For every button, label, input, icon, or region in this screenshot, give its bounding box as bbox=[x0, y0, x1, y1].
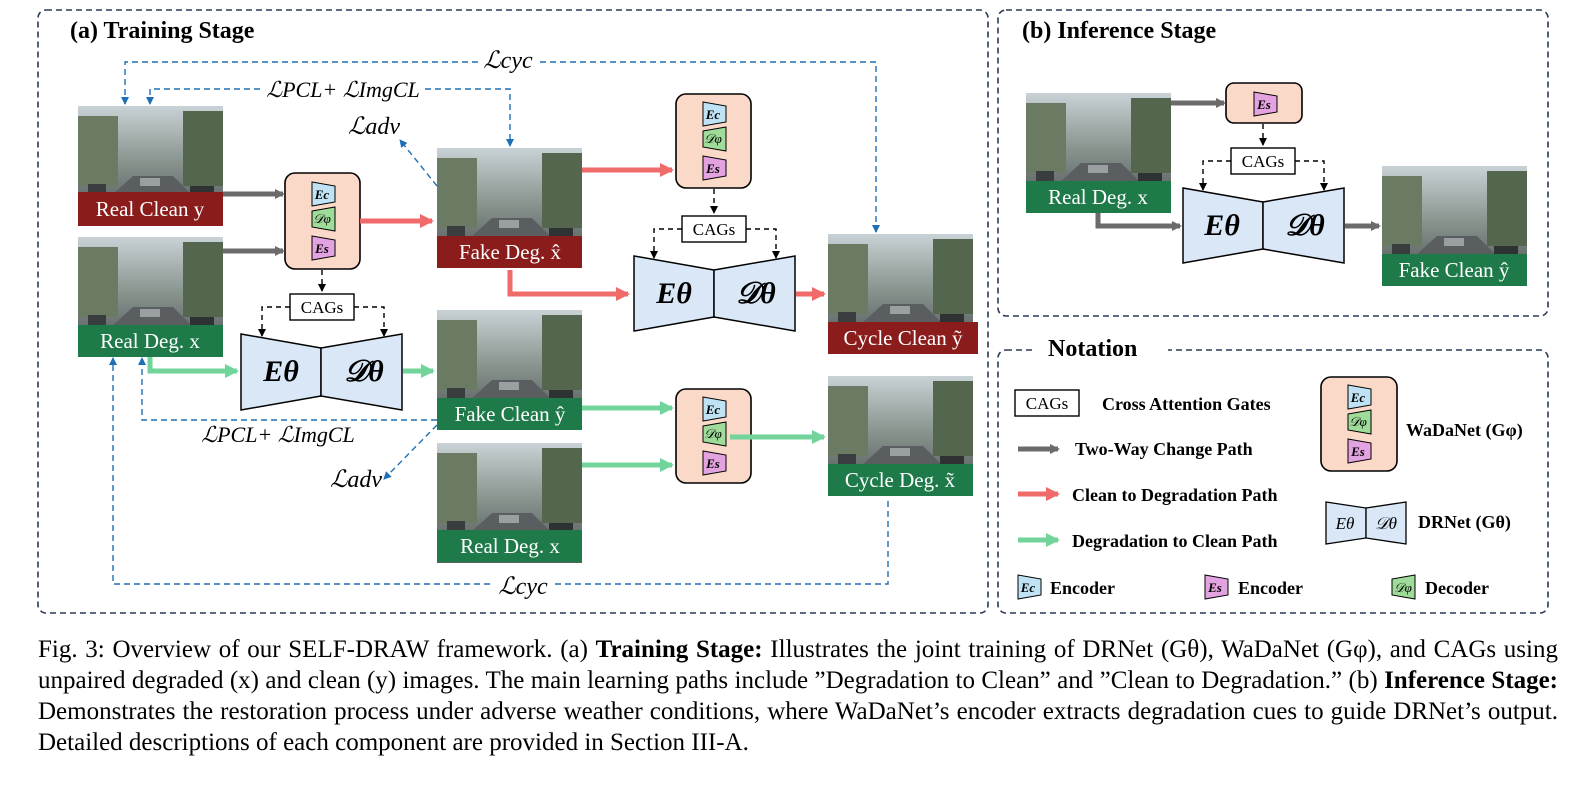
svg-text:Degradation to Clean Path: Degradation to Clean Path bbox=[1072, 531, 1278, 551]
svg-text:Encoder: Encoder bbox=[1050, 578, 1115, 598]
training-title: (a) Training Stage bbox=[70, 18, 255, 44]
inference-panel bbox=[997, 9, 1549, 317]
label-real-deg-x-2: Real Deg. x bbox=[460, 534, 560, 558]
svg-text:Clean to Degradation Path: Clean to Degradation Path bbox=[1072, 485, 1278, 505]
loss-adv-bottom: ℒadv bbox=[330, 467, 382, 493]
label-cycle-clean-ytilde: Cycle Clean ỹ bbox=[844, 326, 963, 350]
inf-es-module: Es bbox=[1225, 82, 1303, 124]
svg-text:Eθ: Eθ bbox=[655, 277, 692, 310]
svg-text:Ec: Ec bbox=[705, 107, 721, 122]
label-fake-clean-yhat: Fake Clean ŷ bbox=[455, 402, 566, 426]
svg-text:Eθ: Eθ bbox=[1335, 514, 1355, 533]
svg-text:𝒟θ: 𝒟θ bbox=[1285, 209, 1325, 242]
svg-text:CAGs: CAGs bbox=[1026, 394, 1069, 413]
svg-text:Es: Es bbox=[314, 241, 329, 256]
svg-text:Es: Es bbox=[705, 161, 720, 176]
figure-caption: Fig. 3: Overview of our SELF-DRAW framew… bbox=[38, 634, 1558, 758]
svg-text:𝒟φ: 𝒟φ bbox=[704, 131, 722, 146]
svg-text:Eθ: Eθ bbox=[262, 355, 299, 388]
loss-cyc-top: ℒcyc bbox=[483, 48, 533, 74]
svg-text:Decoder: Decoder bbox=[1425, 578, 1489, 598]
loss-adv-top: ℒadv bbox=[348, 114, 400, 140]
image-real-deg-x: Real Deg. x bbox=[78, 237, 223, 357]
svg-text:𝒟θ: 𝒟θ bbox=[344, 355, 384, 388]
notation-dphi-decoder: 𝒟φ Decoder bbox=[1391, 574, 1489, 600]
svg-text:Cross Attention Gates: Cross Attention Gates bbox=[1102, 394, 1271, 414]
svg-text:Encoder: Encoder bbox=[1238, 578, 1303, 598]
loss-pcl-bottom: ℒPCL+ ℒImgCL bbox=[201, 422, 355, 447]
training-panel bbox=[37, 9, 989, 614]
svg-text:DRNet (Gθ): DRNet (Gθ) bbox=[1418, 512, 1511, 533]
notation-clean-to-deg: Clean to Degradation Path bbox=[1018, 485, 1278, 505]
label-real-deg-x: Real Deg. x bbox=[100, 329, 200, 353]
framework-figure: (a) Training Stage (b) Inference Stage N… bbox=[37, 9, 1549, 614]
notation-deg-to-clean: Degradation to Clean Path bbox=[1018, 531, 1278, 551]
loss-pcl-top: ℒPCL+ ℒImgCL bbox=[266, 77, 420, 102]
image-cycle-clean-ytilde: Cycle Clean ỹ bbox=[828, 234, 978, 354]
inf-drnet: Eθ 𝒟θ bbox=[1182, 187, 1345, 264]
image-fake-deg-xhat: Fake Deg. x̂ bbox=[437, 148, 582, 268]
svg-text:𝒟φ: 𝒟φ bbox=[1349, 414, 1367, 429]
notation-es-encoder: Es Encoder bbox=[1204, 574, 1303, 600]
image-real-clean-y: Real Clean y bbox=[78, 106, 223, 226]
svg-text:Fake Clean ŷ: Fake Clean ŷ bbox=[1399, 258, 1510, 282]
wadanet-module-2: Ec 𝒟φ Es bbox=[675, 93, 752, 189]
svg-text:CAGs: CAGs bbox=[301, 298, 344, 317]
wadanet-module-1: Ec 𝒟φ Es bbox=[284, 172, 361, 270]
svg-text:𝒟θ: 𝒟θ bbox=[1375, 514, 1397, 533]
svg-text:Ec: Ec bbox=[314, 187, 330, 202]
svg-text:Eθ: Eθ bbox=[1203, 209, 1240, 242]
caption-part-3: Demonstrates the restoration process und… bbox=[38, 698, 1558, 756]
inf-image-fake-clean-yhat: Fake Clean ŷ bbox=[1382, 166, 1527, 286]
label-real-clean-y: Real Clean y bbox=[96, 197, 205, 221]
caption-bold-inference: Inference Stage: bbox=[1384, 667, 1558, 694]
image-real-deg-x-2: Real Deg. x bbox=[437, 443, 582, 563]
drnet-1: Eθ 𝒟θ bbox=[240, 333, 403, 411]
wadanet-module-3: Ec 𝒟φ Es bbox=[675, 388, 752, 484]
caption-part-1: Fig. 3: Overview of our SELF-DRAW framew… bbox=[38, 636, 596, 663]
inf-cags-box: CAGs bbox=[1230, 147, 1296, 175]
caption-part-2: Illustrates the joint training of DRNet … bbox=[38, 636, 1558, 694]
svg-text:𝒟φ: 𝒟φ bbox=[1394, 580, 1412, 595]
label-fake-deg-xhat: Fake Deg. x̂ bbox=[459, 240, 562, 264]
notation-title: Notation bbox=[1048, 336, 1137, 362]
svg-text:Real Deg. x: Real Deg. x bbox=[1048, 185, 1148, 209]
drnet-2: Eθ 𝒟θ bbox=[633, 255, 796, 332]
cags-box-1: CAGs bbox=[289, 293, 355, 321]
svg-text:𝒟φ: 𝒟φ bbox=[704, 426, 722, 441]
loss-cyc-bottom: ℒcyc bbox=[498, 574, 548, 600]
svg-text:Two-Way Change Path: Two-Way Change Path bbox=[1075, 439, 1253, 459]
cags-box-2: CAGs bbox=[681, 215, 747, 243]
image-fake-clean-yhat: Fake Clean ŷ bbox=[437, 310, 582, 430]
svg-text:Es: Es bbox=[1207, 580, 1222, 595]
inference-title: (b) Inference Stage bbox=[1022, 18, 1217, 44]
inf-image-real-deg-x: Real Deg. x bbox=[1026, 93, 1171, 213]
caption-bold-training: Training Stage: bbox=[595, 636, 763, 663]
svg-text:Ec: Ec bbox=[1020, 580, 1036, 595]
notation-wadanet: Ec 𝒟φ Es WaDaNet (Gφ) bbox=[1320, 376, 1523, 472]
svg-text:CAGs: CAGs bbox=[1242, 152, 1285, 171]
notation-ec-encoder: Ec Encoder bbox=[1017, 574, 1115, 600]
svg-text:Es: Es bbox=[1256, 97, 1271, 112]
notation-panel bbox=[997, 349, 1549, 614]
notation-cags: CAGs Cross Attention Gates bbox=[1014, 389, 1271, 417]
svg-text:Es: Es bbox=[705, 456, 720, 471]
svg-text:WaDaNet (Gφ): WaDaNet (Gφ) bbox=[1406, 420, 1523, 441]
svg-text:Es: Es bbox=[1350, 444, 1365, 459]
notation-drnet: Eθ 𝒟θ DRNet (Gθ) bbox=[1325, 501, 1511, 545]
svg-text:Ec: Ec bbox=[1350, 390, 1366, 405]
notation-two-way: Two-Way Change Path bbox=[1018, 439, 1253, 459]
svg-text:Ec: Ec bbox=[705, 402, 721, 417]
svg-text:𝒟θ: 𝒟θ bbox=[736, 277, 776, 310]
label-cycle-deg-xtilde: Cycle Deg. x̃ bbox=[845, 468, 956, 492]
svg-text:CAGs: CAGs bbox=[693, 220, 736, 239]
svg-text:𝒟φ: 𝒟φ bbox=[313, 211, 331, 226]
image-cycle-deg-xtilde: Cycle Deg. x̃ bbox=[828, 376, 973, 496]
